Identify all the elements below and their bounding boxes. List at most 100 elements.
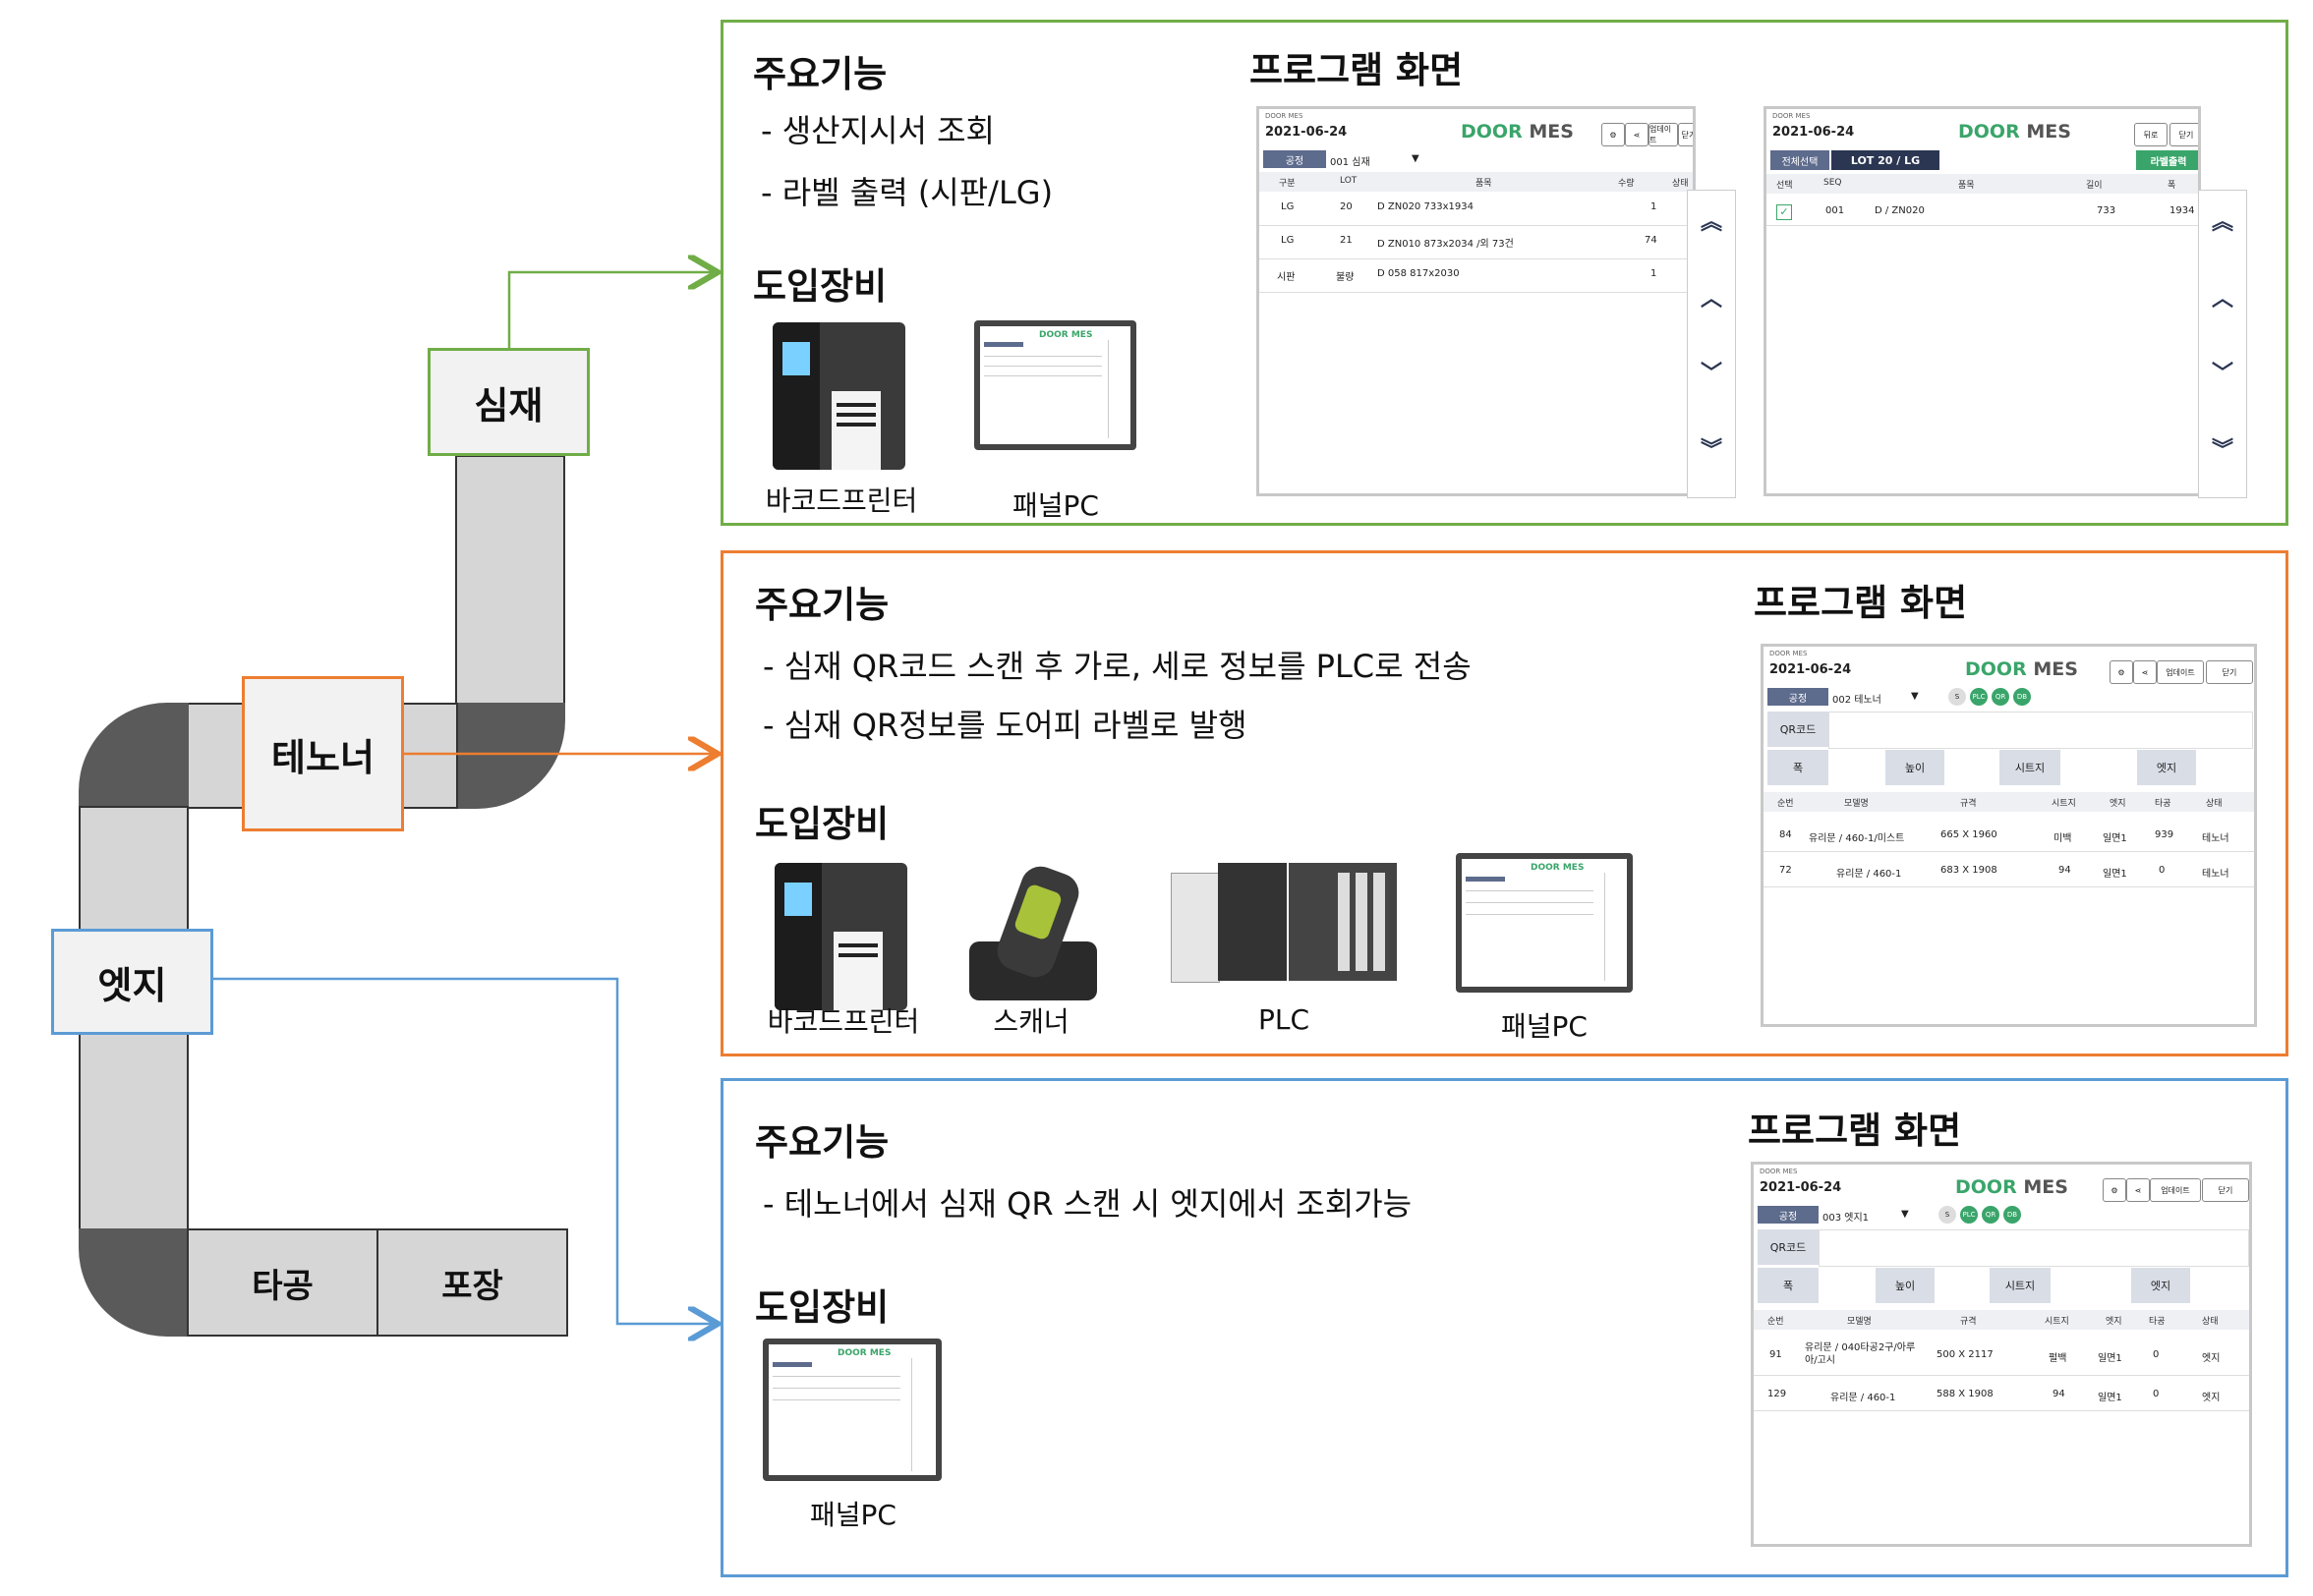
col-header: 상태: [2202, 1317, 2219, 1327]
share-icon[interactable]: ⋖: [2133, 660, 2157, 684]
cell-sheet: 94: [2053, 1389, 2065, 1399]
program-screen-tenoner: DOOR MES 2021-06-24 DOOR MES ⚙ ⋖ 업데이트 닫기…: [1761, 644, 2257, 1027]
col-header: 길이: [2086, 181, 2103, 191]
close-button[interactable]: 닫기: [1678, 123, 1693, 146]
scroll-top-icon[interactable]: ︽: [1700, 210, 1722, 235]
feature-item: - 테노너에서 심재 QR 스캔 시 엣지에서 조회가능: [763, 1185, 1413, 1223]
app-logo: DOOR MES: [1965, 658, 2078, 680]
col-header: 선택: [1776, 181, 1793, 191]
cell-lot: 20: [1340, 201, 1353, 212]
status-plc-badge: PLC: [1970, 688, 1988, 706]
cell-boring: 0: [2153, 1389, 2160, 1399]
app-logo: DOOR MES: [1958, 121, 2071, 142]
col-header: 규격: [1960, 799, 1977, 809]
scroll-column: ︽ ︿ ﹀ ︾: [2198, 190, 2247, 498]
process-label: 공정: [1263, 150, 1326, 168]
scroll-up-icon[interactable]: ︿: [2211, 287, 2233, 312]
cell-seq: 72: [1779, 865, 1792, 876]
select-all-button[interactable]: 전체선택: [1770, 150, 1829, 170]
connector-core: [507, 272, 718, 348]
scroll-down-icon[interactable]: ﹀: [2211, 362, 2233, 386]
logo-door: DOOR: [1965, 658, 2027, 680]
window-title: DOOR MES: [1769, 650, 1808, 657]
qr-input[interactable]: [1819, 1229, 2249, 1267]
conveyor-bottom: 타공 포장: [187, 1228, 568, 1337]
scroll-top-icon[interactable]: ︽: [2211, 210, 2233, 235]
window-title: DOOR MES: [1760, 1168, 1798, 1175]
process-select[interactable]: 003 엣지1: [1822, 1213, 1870, 1224]
cell-lot: 21: [1340, 235, 1353, 246]
qr-input[interactable]: [1828, 712, 2253, 749]
update-button[interactable]: 업데이트: [2157, 660, 2204, 684]
status-qr-badge: QR: [1992, 688, 2009, 706]
gear-icon[interactable]: ⚙: [2110, 660, 2133, 684]
cell-item: D ZN010 873x2034 /외 73건: [1377, 239, 1514, 250]
equipment-title: 도입장비: [755, 803, 890, 845]
col-header: 순번: [1767, 1317, 1784, 1327]
cell-boring: 0: [2159, 865, 2166, 876]
checkbox[interactable]: ✓: [1776, 204, 1792, 220]
equipment-title: 도입장비: [755, 1286, 890, 1329]
scroll-up-icon[interactable]: ︿: [1700, 287, 1722, 312]
process-select[interactable]: 002 테노너: [1832, 695, 1881, 706]
device-label: 패널PC: [1012, 489, 1099, 522]
logo-mes: MES: [2026, 121, 2071, 142]
program-screen-edge: DOOR MES 2021-06-24 DOOR MES ⚙ ⋖ 업데이트 닫기…: [1751, 1162, 2252, 1547]
cell-qty: 74: [1645, 235, 1657, 246]
panel-pc-image: DOOR MES: [1456, 853, 1633, 993]
update-button[interactable]: 업데이트: [1648, 123, 1678, 146]
cell-item: D / ZN020: [1875, 205, 1925, 216]
col-header: SEQ: [1823, 178, 1842, 188]
update-button[interactable]: 업데이트: [2150, 1178, 2201, 1202]
scroll-bottom-icon[interactable]: ︾: [1700, 438, 1722, 463]
chevron-down-icon[interactable]: ▼: [1412, 153, 1419, 164]
close-button[interactable]: 닫기: [2206, 660, 2253, 684]
back-button[interactable]: 뒤로: [2134, 123, 2168, 146]
program-title: 프로그램 화면: [1748, 1110, 1962, 1152]
cell-lot: 불량: [1336, 272, 1355, 283]
scroll-bottom-icon[interactable]: ︾: [2211, 438, 2233, 463]
cell-seq: 91: [1769, 1349, 1782, 1360]
cell-sheet: 미백: [2053, 833, 2072, 844]
col-header: 타공: [2149, 1317, 2166, 1327]
date-display: 2021-06-24: [1760, 1180, 1842, 1195]
app-logo: DOOR MES: [1955, 1176, 2068, 1198]
print-label-button[interactable]: 라벨출력: [2136, 150, 2198, 170]
qr-label: QR코드: [1767, 712, 1828, 747]
cell-status: 테노너: [2202, 869, 2229, 880]
cell-boring: 0: [2153, 1349, 2160, 1360]
chevron-down-icon[interactable]: ▼: [1901, 1209, 1909, 1220]
date-display: 2021-06-24: [1265, 125, 1348, 140]
feature-item: - 라벨 출력 (시판/LG): [761, 174, 1054, 211]
cell-item: D 058 817x2030: [1377, 268, 1460, 279]
gear-icon[interactable]: ⚙: [2103, 1178, 2126, 1202]
chevron-down-icon[interactable]: ▼: [1911, 691, 1919, 702]
process-select[interactable]: 001 심재: [1330, 157, 1370, 168]
col-header: 수량: [1618, 179, 1635, 189]
scroll-column: ︽ ︿ ﹀ ︾: [1687, 190, 1736, 498]
cell-seq: 001: [1825, 205, 1845, 216]
node-boring: 타공: [189, 1230, 378, 1335]
program-title: 프로그램 화면: [1754, 582, 1968, 624]
logo-mes: MES: [2023, 1176, 2068, 1198]
section-core: 주요기능 - 생산지시서 조회 - 라벨 출력 (시판/LG) 도입장비 프로그…: [721, 20, 2288, 526]
width-label: 폭: [1767, 750, 1828, 785]
gear-icon[interactable]: ⚙: [1601, 123, 1625, 146]
logo-door: DOOR: [1461, 121, 1523, 142]
col-header: LOT: [1340, 176, 1358, 186]
program-title: 프로그램 화면: [1249, 49, 1464, 91]
status-s-badge: S: [1948, 688, 1966, 706]
node-packing: 포장: [441, 1266, 503, 1306]
cell-type: LG: [1281, 235, 1295, 246]
col-header: 순번: [1777, 799, 1794, 809]
connector-edge: [213, 977, 718, 1324]
cell-model: 유리문 / 460-1/미스트: [1809, 833, 1905, 844]
height-label: 높이: [1885, 750, 1944, 785]
close-button[interactable]: 닫기: [2202, 1178, 2249, 1202]
share-icon[interactable]: ⋖: [2126, 1178, 2150, 1202]
col-header: 모델명: [1847, 1317, 1872, 1327]
scanner-image: [959, 858, 1107, 1005]
share-icon[interactable]: ⋖: [1625, 123, 1648, 146]
close-button[interactable]: 닫기: [2169, 123, 2198, 146]
scroll-down-icon[interactable]: ﹀: [1700, 362, 1722, 386]
